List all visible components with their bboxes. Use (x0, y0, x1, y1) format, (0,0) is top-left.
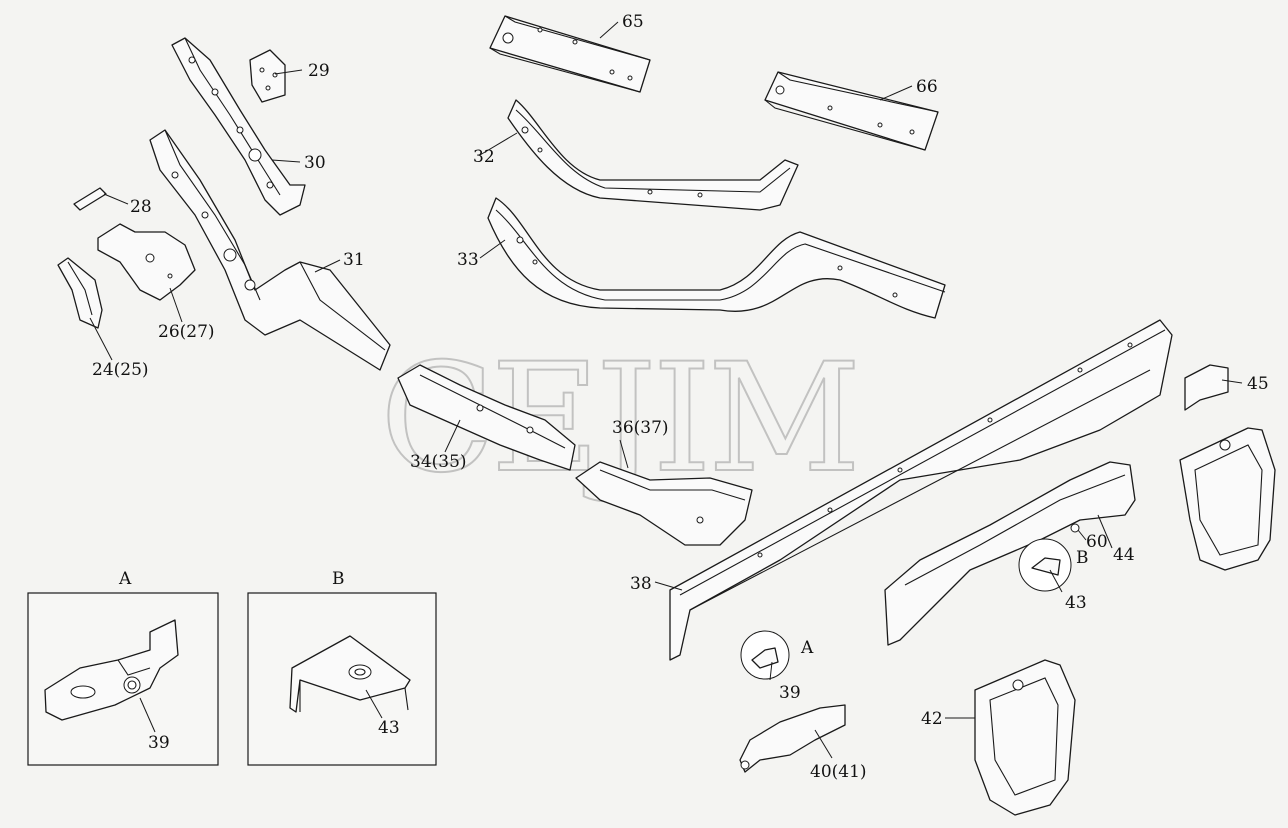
part-38 (669, 319, 1173, 661)
label-28: 28 (130, 197, 152, 217)
label-31: 31 (343, 250, 365, 270)
callout-a-letter: A (800, 638, 814, 658)
label-40: 40(41) (810, 762, 867, 782)
detail-b-part-label: 43 (378, 718, 400, 738)
label-38: 38 (630, 574, 652, 594)
part-30 (171, 37, 306, 216)
label-24: 24(25) (92, 360, 149, 380)
part-36 (575, 461, 753, 546)
detail-view-a: A 39 (27, 569, 219, 766)
label-30: 30 (304, 153, 326, 173)
detail-a-title: A (118, 569, 132, 589)
label-44: 44 (1113, 545, 1135, 565)
label-42: 42 (921, 709, 943, 729)
label-66: 66 (916, 77, 938, 97)
part-24 (57, 257, 103, 329)
part-33 (487, 197, 946, 319)
label-60: 60 (1086, 532, 1108, 552)
part-32 (507, 99, 799, 211)
part-65 (489, 15, 651, 93)
part-29 (249, 49, 286, 103)
part-31 (149, 129, 391, 371)
label-29: 29 (308, 61, 330, 81)
label-26: 26(27) (158, 322, 215, 342)
label-39: 39 (779, 683, 801, 703)
detail-view-b: B 43 (247, 569, 437, 766)
part-44 (884, 461, 1136, 646)
label-43: 43 (1065, 593, 1087, 613)
callout-a-circle (740, 630, 790, 680)
callout-b-letter: B (1076, 548, 1089, 568)
label-33: 33 (457, 250, 479, 270)
part-42 (974, 659, 1076, 816)
part-45 (1184, 364, 1229, 411)
callout-b-circle (1018, 538, 1072, 592)
detail-a-part-label: 39 (148, 733, 170, 753)
part-40 (739, 704, 846, 773)
label-32: 32 (473, 147, 495, 167)
part-60 (1070, 523, 1080, 533)
detail-b-title: B (332, 569, 345, 589)
part-26 (97, 223, 196, 301)
part-28 (73, 187, 107, 211)
label-34: 34(35) (410, 452, 467, 472)
part-42-upper (1179, 427, 1276, 571)
leader-lines (89, 21, 1243, 759)
label-36: 36(37) (612, 418, 669, 438)
part-34 (397, 364, 576, 471)
part-66 (764, 71, 939, 151)
label-45: 45 (1247, 374, 1269, 394)
label-65: 65 (622, 12, 644, 32)
